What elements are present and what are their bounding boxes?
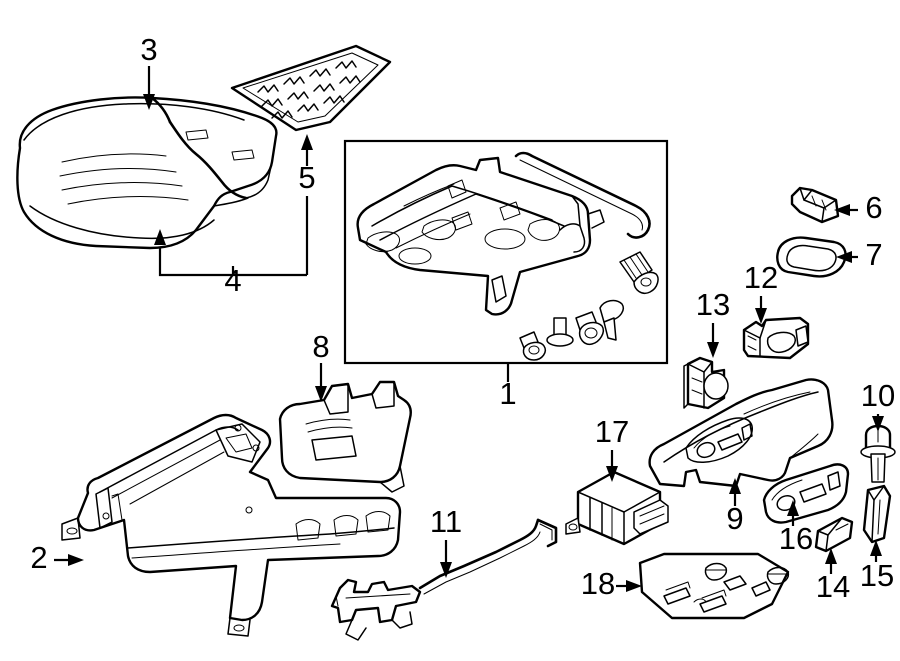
callout-leader-3 bbox=[143, 66, 155, 110]
part-control-module bbox=[565, 470, 669, 546]
callout-leader-11 bbox=[440, 540, 452, 578]
part-seat-track-frame bbox=[61, 413, 402, 637]
part-frame-assembly-box bbox=[343, 139, 669, 365]
part-inner-trim-shield bbox=[278, 380, 412, 493]
callout-leader-5 bbox=[301, 134, 313, 275]
fastener-stud-pin bbox=[546, 317, 574, 347]
part-cap-grommet bbox=[776, 236, 847, 278]
callout-number-9: 9 bbox=[726, 501, 743, 536]
callout-number-1: 1 bbox=[499, 376, 516, 411]
part-under-seat-panel bbox=[638, 552, 790, 620]
part-seat-cushion-cover bbox=[16, 96, 278, 250]
callout-number-17: 17 bbox=[595, 414, 629, 449]
callout-number-11: 11 bbox=[430, 504, 462, 539]
part-push-pin-rivet bbox=[860, 424, 896, 483]
callout-number-3: 3 bbox=[140, 32, 157, 67]
callout-leader-12 bbox=[755, 296, 767, 324]
callout-number-4: 4 bbox=[224, 263, 241, 298]
callout-leader-2 bbox=[54, 554, 84, 566]
callout-leader-7 bbox=[836, 251, 858, 263]
callout-leader-15 bbox=[870, 540, 882, 562]
callout-leader-4 bbox=[154, 229, 307, 277]
callout-number-6: 6 bbox=[865, 190, 882, 225]
part-trim-clip-wedge bbox=[790, 186, 840, 224]
callout-leader-13 bbox=[707, 323, 719, 358]
callout-number-18: 18 bbox=[581, 566, 615, 601]
callout-leader-10 bbox=[872, 414, 884, 432]
part-lumbar-switch bbox=[683, 356, 729, 410]
part-outer-side-shield bbox=[648, 378, 834, 488]
callout-number-12: 12 bbox=[744, 260, 778, 295]
fastener-long-flange-bolt bbox=[619, 251, 659, 294]
callout-number-2: 2 bbox=[30, 540, 47, 575]
callout-leader-16 bbox=[787, 500, 799, 526]
part-wedge-clip-15 bbox=[862, 484, 892, 544]
callout-number-8: 8 bbox=[312, 329, 329, 364]
part-heater-element-mat bbox=[230, 44, 392, 132]
fastener-collar-bolt bbox=[575, 311, 604, 346]
callout-leader-14 bbox=[825, 548, 837, 574]
callout-number-14: 14 bbox=[816, 569, 850, 604]
part-power-seat-switch bbox=[742, 316, 810, 360]
callout-leader-18 bbox=[616, 580, 642, 592]
callout-number-7: 7 bbox=[865, 237, 882, 272]
callout-leader-8 bbox=[315, 363, 327, 402]
callout-number-15: 15 bbox=[860, 558, 894, 593]
fastener-round-head-bolt bbox=[599, 299, 624, 341]
callout-number-5: 5 bbox=[298, 160, 315, 195]
callout-leader-6 bbox=[834, 204, 858, 216]
callout-number-13: 13 bbox=[696, 287, 730, 322]
callout-leader-9 bbox=[729, 478, 741, 506]
part-switch-bezel-trim bbox=[762, 463, 850, 524]
fastener-small-flange-bolt bbox=[519, 331, 546, 361]
part-wire-rod-bracket bbox=[330, 518, 558, 641]
callout-leader-17 bbox=[606, 450, 618, 482]
callout-number-16: 16 bbox=[779, 521, 813, 556]
part-wedge-clip-14 bbox=[814, 516, 854, 553]
callout-number-10: 10 bbox=[861, 378, 895, 413]
